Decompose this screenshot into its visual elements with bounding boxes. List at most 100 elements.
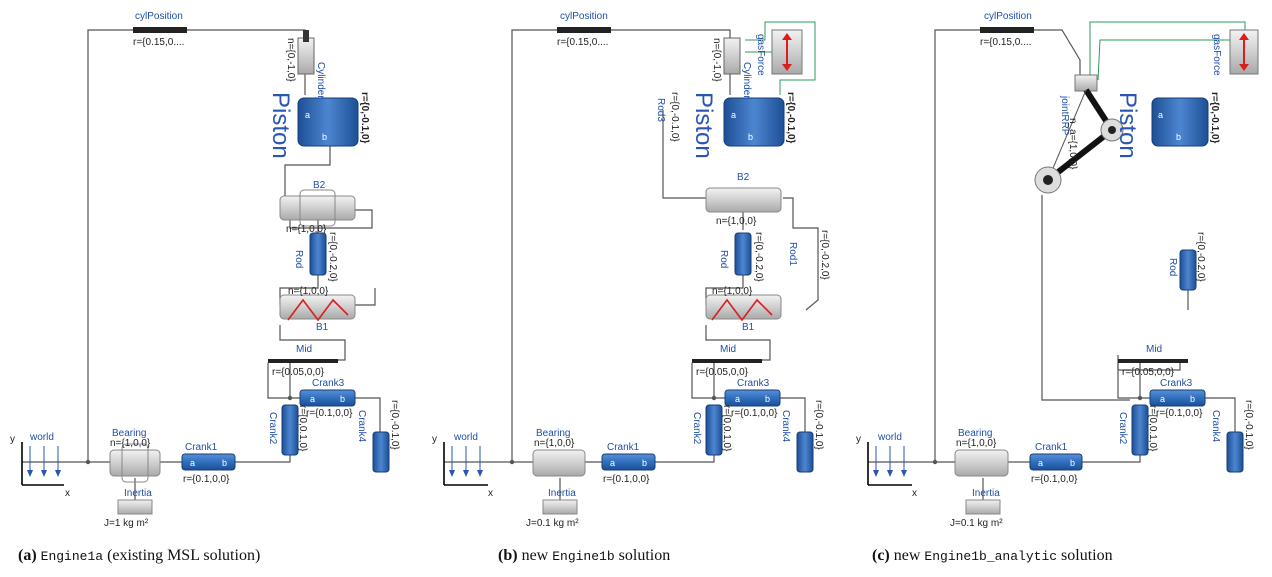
crank1-r: r={0.1,0,0} bbox=[1031, 474, 1078, 485]
caption-a-text: (existing MSL solution) bbox=[103, 547, 261, 564]
caption-a: (a) Engine1a (existing MSL solution) bbox=[18, 547, 260, 565]
cylposition-r: r={0.15,0.... bbox=[980, 37, 1031, 48]
crank4-label: Crank4 bbox=[356, 410, 367, 443]
cylinder-label: Cylinder bbox=[741, 62, 752, 99]
crank1-body bbox=[181, 453, 236, 471]
world-label: world bbox=[29, 432, 54, 443]
b2-joint-inner bbox=[299, 189, 336, 227]
cylposition-r: r={0.15,0.... bbox=[133, 37, 184, 48]
world-frame-icon bbox=[867, 442, 912, 486]
caption-b: (b) new Engine1b solution bbox=[498, 547, 670, 565]
world-label: world bbox=[453, 432, 478, 443]
b1-joint bbox=[705, 294, 782, 320]
cylinder-n: n={0,-1,0} bbox=[285, 38, 296, 82]
bearing-label: Bearing bbox=[536, 428, 570, 439]
inertia-j: J=1 kg m² bbox=[104, 518, 149, 529]
caption-b-code: Engine1b bbox=[552, 549, 615, 564]
piston-port-b: b bbox=[322, 132, 327, 142]
bearing-joint-inner bbox=[121, 443, 149, 483]
caption-c-code: Engine1b_analytic bbox=[924, 549, 1058, 564]
crank2-body bbox=[281, 404, 299, 456]
b2-label: B2 bbox=[313, 180, 326, 191]
rod3-r: r={0,-0.1,0} bbox=[669, 92, 680, 142]
piston-port-b: b bbox=[1176, 132, 1181, 142]
inertia-body bbox=[542, 499, 578, 515]
piston-label: Piston bbox=[267, 92, 294, 159]
crank4-r: r={0,-0.1,0} bbox=[389, 400, 400, 450]
rod3-label: Rod3 bbox=[655, 98, 666, 122]
inertia-j: J=0.1 kg m² bbox=[950, 518, 1003, 529]
panel-c: cylPosition r={0.15,0.... jointRRP n_a={… bbox=[856, 11, 1259, 529]
cylinder-label: Cylinder bbox=[315, 62, 326, 99]
piston-body bbox=[1151, 97, 1209, 147]
gasforce-arrow-head-top bbox=[1239, 33, 1249, 40]
mid-label: Mid bbox=[720, 344, 736, 355]
b1-label: B1 bbox=[742, 322, 755, 333]
caption-c: (c) new Engine1b_analytic solution bbox=[872, 547, 1113, 565]
crank1-label: Crank1 bbox=[607, 442, 640, 453]
crank2-r: r={0,0.1,0} bbox=[297, 405, 308, 452]
crank1-port-b: b bbox=[642, 458, 647, 468]
crank2-r: r={0,0.1,0} bbox=[1147, 405, 1158, 452]
crank1-body bbox=[601, 453, 656, 471]
crank3-port-b: b bbox=[765, 394, 770, 404]
rod-r: r={0,-0.2,0} bbox=[753, 232, 764, 282]
crank1-r: r={0.1,0,0} bbox=[183, 474, 230, 485]
panel-b: cylPosition r={0.15,0.... Cylinder n={0,… bbox=[432, 11, 830, 529]
crank4-body bbox=[1226, 431, 1244, 473]
caption-a-tag: (a) bbox=[18, 547, 37, 564]
mid-body bbox=[268, 359, 338, 363]
world-y-axis-label: y bbox=[856, 434, 861, 445]
gasforce-arrow-head-top bbox=[782, 33, 792, 40]
cylinder-rod bbox=[303, 30, 309, 42]
caption-c-text: solution bbox=[1057, 547, 1113, 564]
crank3-body bbox=[299, 389, 356, 407]
b1-n: n={1,0,0} bbox=[288, 286, 329, 297]
crank4-r: r={0,-0.1,0} bbox=[1243, 400, 1254, 450]
piston-label: Piston bbox=[1114, 92, 1141, 159]
mid-body bbox=[692, 359, 762, 363]
inertia-j: J=0.1 kg m² bbox=[526, 518, 579, 529]
world-frame-icon bbox=[443, 442, 488, 486]
bearing-n: n={1,0,0} bbox=[534, 438, 575, 449]
piston-port-a: a bbox=[305, 110, 310, 120]
b2-joint bbox=[705, 187, 782, 213]
crank3-label: Crank3 bbox=[312, 378, 345, 389]
rod-label: Rod bbox=[1167, 258, 1178, 276]
crank3-label: Crank3 bbox=[1160, 378, 1193, 389]
jointrrp-linkage bbox=[1034, 74, 1124, 194]
gasforce-arrow-head-bottom bbox=[1239, 64, 1249, 71]
crank1-port-a: a bbox=[190, 458, 195, 468]
mid-r: r={0.05,0,0} bbox=[1122, 367, 1175, 378]
caption-a-code: Engine1a bbox=[40, 549, 104, 564]
world-label: world bbox=[877, 432, 902, 443]
bearing-n: n={1,0,0} bbox=[110, 438, 151, 449]
crank2-label: Crank2 bbox=[1117, 412, 1128, 445]
bearing-n: n={1,0,0} bbox=[956, 438, 997, 449]
crank1-label: Crank1 bbox=[185, 442, 218, 453]
piston-r: r={0,-0.1,0} bbox=[359, 92, 370, 144]
rod-label: Rod bbox=[718, 250, 729, 268]
cylposition-body bbox=[980, 27, 1034, 33]
b2-n: n={1,0,0} bbox=[286, 224, 327, 235]
b2-n: n={1,0,0} bbox=[716, 216, 757, 227]
crank4-r: r={0,-0.1,0} bbox=[813, 400, 824, 450]
world-frame-icon bbox=[21, 442, 64, 486]
inertia-label: Inertia bbox=[548, 488, 576, 499]
caption-c-pre: new bbox=[889, 547, 925, 564]
crank1-port-a: a bbox=[1038, 458, 1043, 468]
rod-body bbox=[734, 232, 752, 276]
diagram-canvas: cylPosition r={0.15,0.... Cylinder n={0,… bbox=[10, 11, 1259, 529]
crank4-label: Crank4 bbox=[1210, 410, 1221, 443]
piston-r: r={0,-0.1,0} bbox=[785, 92, 796, 144]
rod1-r: r={0,-0.2,0} bbox=[819, 230, 830, 280]
caption-b-pre: new bbox=[517, 547, 553, 564]
crank2-label: Crank2 bbox=[267, 412, 278, 445]
crank4-body bbox=[796, 431, 814, 473]
rod-label: Rod bbox=[293, 250, 304, 268]
piston-port-b: b bbox=[748, 132, 753, 142]
caption-c-tag: (c) bbox=[872, 547, 890, 564]
cylinder-body bbox=[297, 37, 315, 75]
crank3-port-a: a bbox=[310, 394, 315, 404]
cylposition-label: cylPosition bbox=[560, 11, 608, 22]
